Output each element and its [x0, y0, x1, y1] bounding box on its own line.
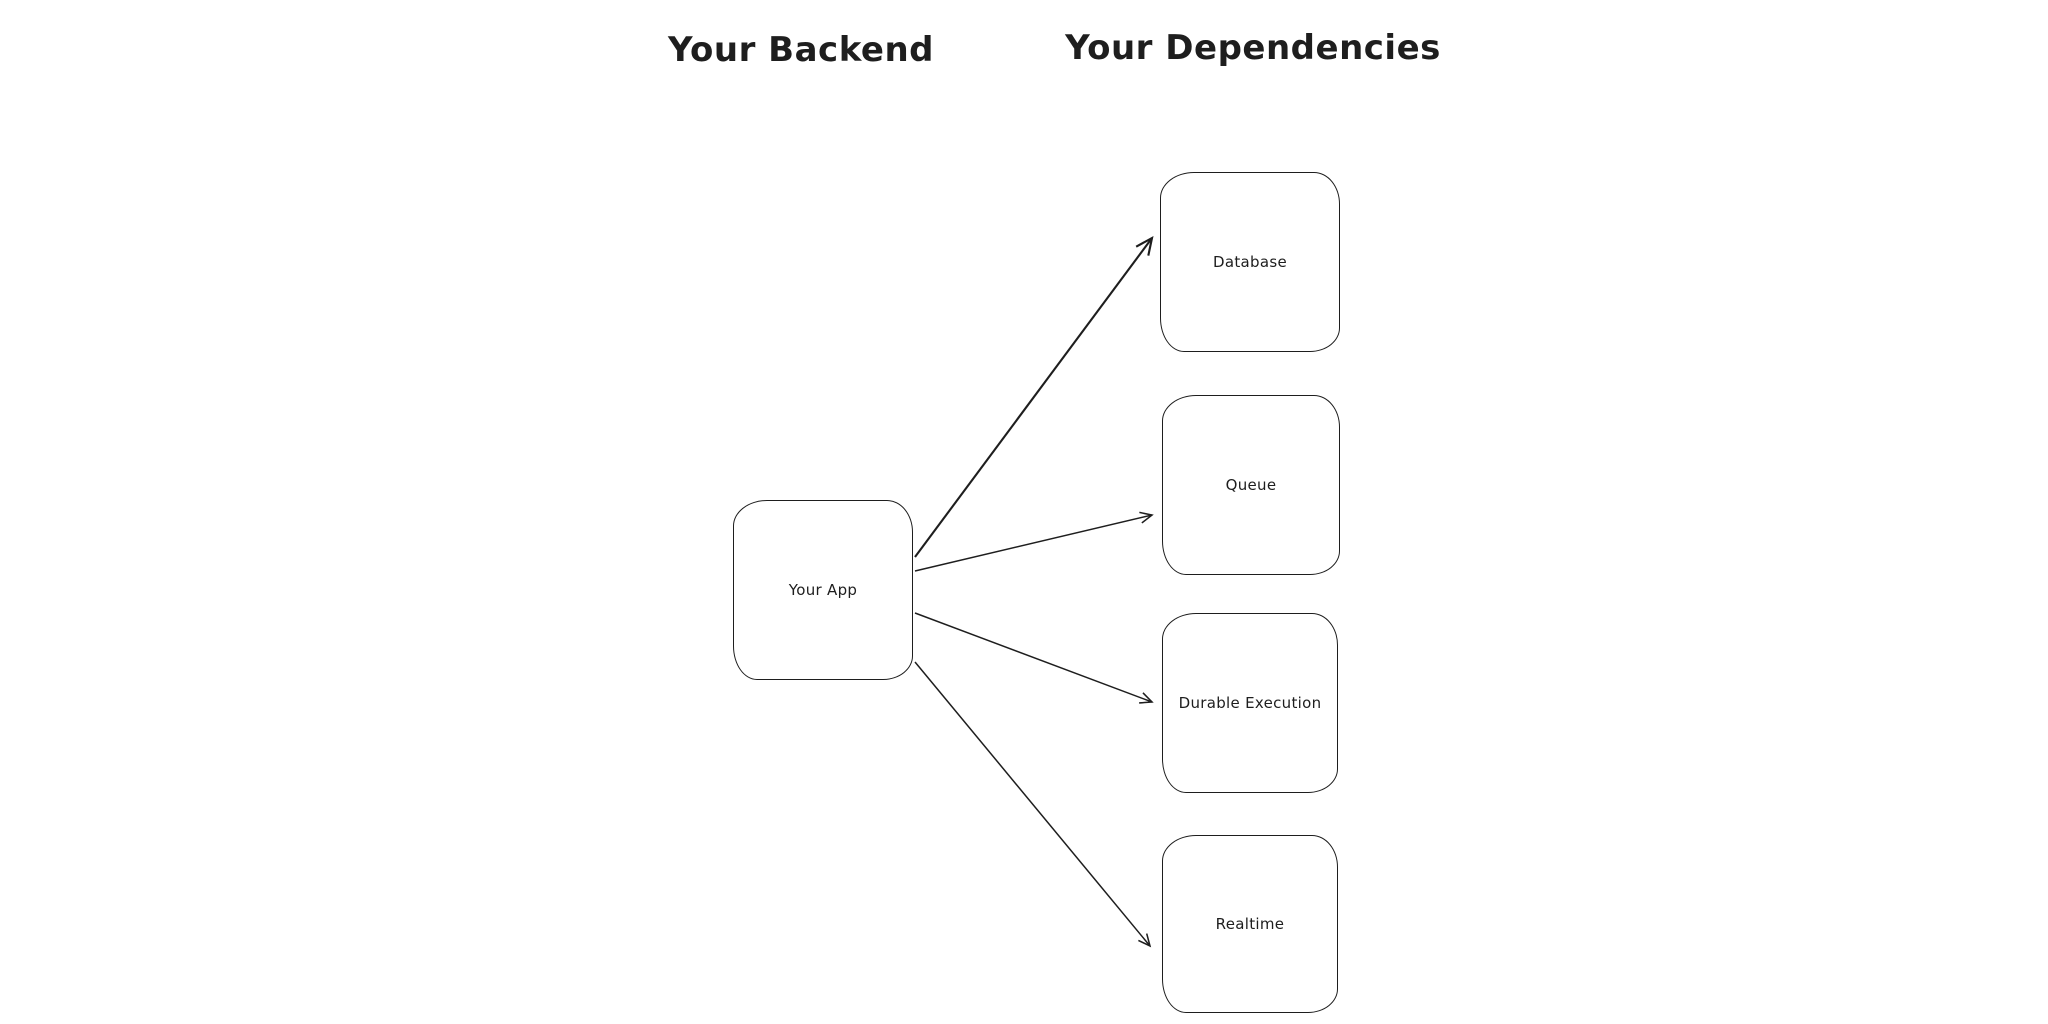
arrow-app-to-database: [914, 235, 1154, 558]
node-queue-label: Queue: [1225, 476, 1277, 494]
node-database[interactable]: Database: [1160, 172, 1340, 352]
arrow-app-to-realtime: [914, 661, 1152, 948]
node-durable-execution-label: Durable Execution: [1178, 694, 1322, 712]
arrow-app-to-durable-execution: [914, 612, 1154, 704]
node-durable-execution[interactable]: Durable Execution: [1162, 613, 1338, 793]
node-queue[interactable]: Queue: [1162, 395, 1340, 575]
node-realtime-label: Realtime: [1215, 915, 1285, 933]
arrow-app-to-queue: [914, 511, 1154, 572]
column-header-your-dependencies: Your Dependencies: [1065, 28, 1441, 68]
column-header-your-backend: Your Backend: [668, 30, 934, 70]
node-database-label: Database: [1213, 253, 1287, 271]
node-your-app-label: Your App: [788, 581, 858, 599]
node-your-app[interactable]: Your App: [733, 500, 913, 680]
node-realtime[interactable]: Realtime: [1162, 835, 1338, 1013]
